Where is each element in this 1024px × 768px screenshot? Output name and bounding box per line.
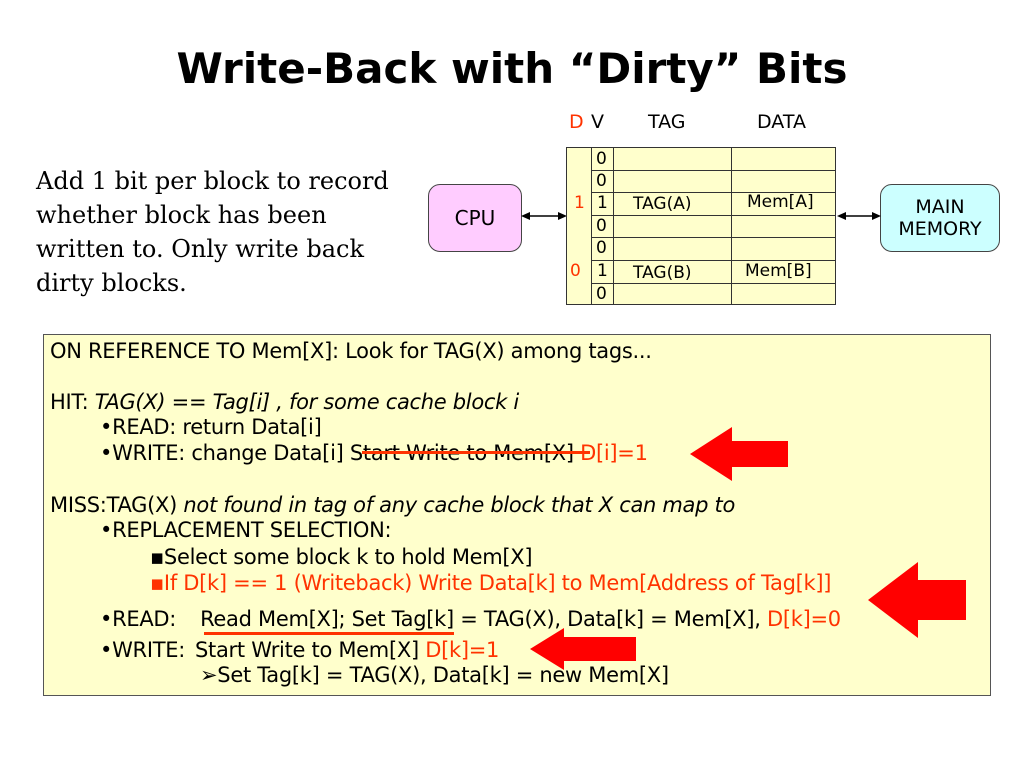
miss-label: MISS:: [50, 493, 107, 517]
data-cell: Mem[B]: [745, 261, 812, 281]
dirty-bit: 0: [570, 261, 581, 281]
replacement-select-line: ▪Select some block k to hold Mem[X]: [150, 545, 533, 569]
hit-dirty-set: D[i]=1: [580, 441, 648, 465]
miss-write-subline: ➢Set Tag[k] = TAG(X), Data[k] = new Mem[…: [200, 663, 669, 687]
header-data: DATA: [757, 111, 806, 133]
miss-read-rest: = TAG(X), Data[k] = Mem[X],: [453, 607, 767, 631]
hit-label: HIT:: [50, 390, 89, 414]
miss-write-dirty: D[k]=1: [425, 638, 500, 662]
memory-label-line2: MEMORY: [898, 218, 982, 240]
tag-cell: TAG(A): [633, 194, 692, 214]
tag-cell: TAG(B): [633, 263, 692, 283]
header-tag: TAG: [648, 111, 686, 133]
slide-title: Write-Back with “Dirty” Bits: [176, 44, 848, 93]
hit-line: HIT: TAG(X) == Tag[i] , for some cache b…: [50, 390, 519, 414]
read-underline: [204, 632, 454, 635]
red-arrow-miss-write-icon: [530, 628, 636, 670]
data-cell: Mem[A]: [747, 192, 814, 212]
hit-read-line: •READ: return Data[i]: [100, 415, 322, 439]
valid-bit: 0: [596, 216, 607, 236]
miss-line: MISS:TAG(X) not found in tag of any cach…: [50, 493, 735, 517]
header-valid: V: [591, 111, 604, 133]
miss-tag: TAG(X): [106, 493, 178, 517]
valid-bit: 0: [596, 284, 607, 304]
main-memory-box: MAIN MEMORY: [880, 184, 1000, 252]
dirty-bit: 1: [574, 193, 585, 213]
miss-read-label: •READ:: [100, 607, 177, 631]
header-dirty: D: [569, 111, 584, 133]
strikethrough-line: [362, 451, 590, 454]
cpu-box: CPU: [428, 184, 522, 252]
red-arrow-writeback-icon: [868, 562, 966, 638]
hit-write-text: •WRITE: change Data[i]: [100, 441, 350, 465]
algorithm-box: ON REFERENCE TO Mem[X]: Look for TAG(X) …: [43, 334, 991, 696]
miss-write-text: Start Write to Mem[X]: [195, 638, 426, 662]
valid-bit: 0: [596, 149, 607, 169]
cache-memory-arrow: [837, 212, 881, 220]
miss-write-label: •WRITE:: [100, 638, 186, 662]
replacement-line: •REPLACEMENT SELECTION:: [100, 518, 392, 542]
intro-text: Add 1 bit per block to record whether bl…: [36, 167, 389, 297]
writeback-line: ▪If D[k] == 1 (Writeback) Write Data[k] …: [150, 571, 832, 595]
miss-read-dirty: D[k]=0: [766, 607, 841, 631]
miss-read-line: •READ: Read Mem[X]; Set Tag[k] = TAG(X), …: [100, 607, 841, 631]
miss-condition: not found in tag of any cache block that…: [177, 493, 736, 517]
reference-line: ON REFERENCE TO Mem[X]: Look for TAG(X) …: [50, 339, 652, 363]
cpu-label: CPU: [454, 206, 496, 230]
valid-bit: 0: [596, 238, 607, 258]
valid-bit: 0: [596, 171, 607, 191]
red-arrow-hit-icon: [690, 427, 788, 481]
hit-condition: TAG(X) == Tag[i] , for some cache block …: [94, 390, 519, 414]
miss-write-line: •WRITE: Start Write to Mem[X] D[k]=1: [100, 638, 499, 662]
miss-read-underlined: Read Mem[X]; Set Tag[k]: [200, 607, 454, 631]
valid-bit: 1: [597, 261, 608, 281]
valid-bit: 1: [597, 193, 608, 213]
cpu-cache-arrow: [521, 212, 567, 220]
memory-label-line1: MAIN: [915, 196, 965, 218]
cache-table: 0 0 1 1 TAG(A) Mem[A] 0 0 0 1 TAG(B) Mem…: [566, 147, 836, 305]
